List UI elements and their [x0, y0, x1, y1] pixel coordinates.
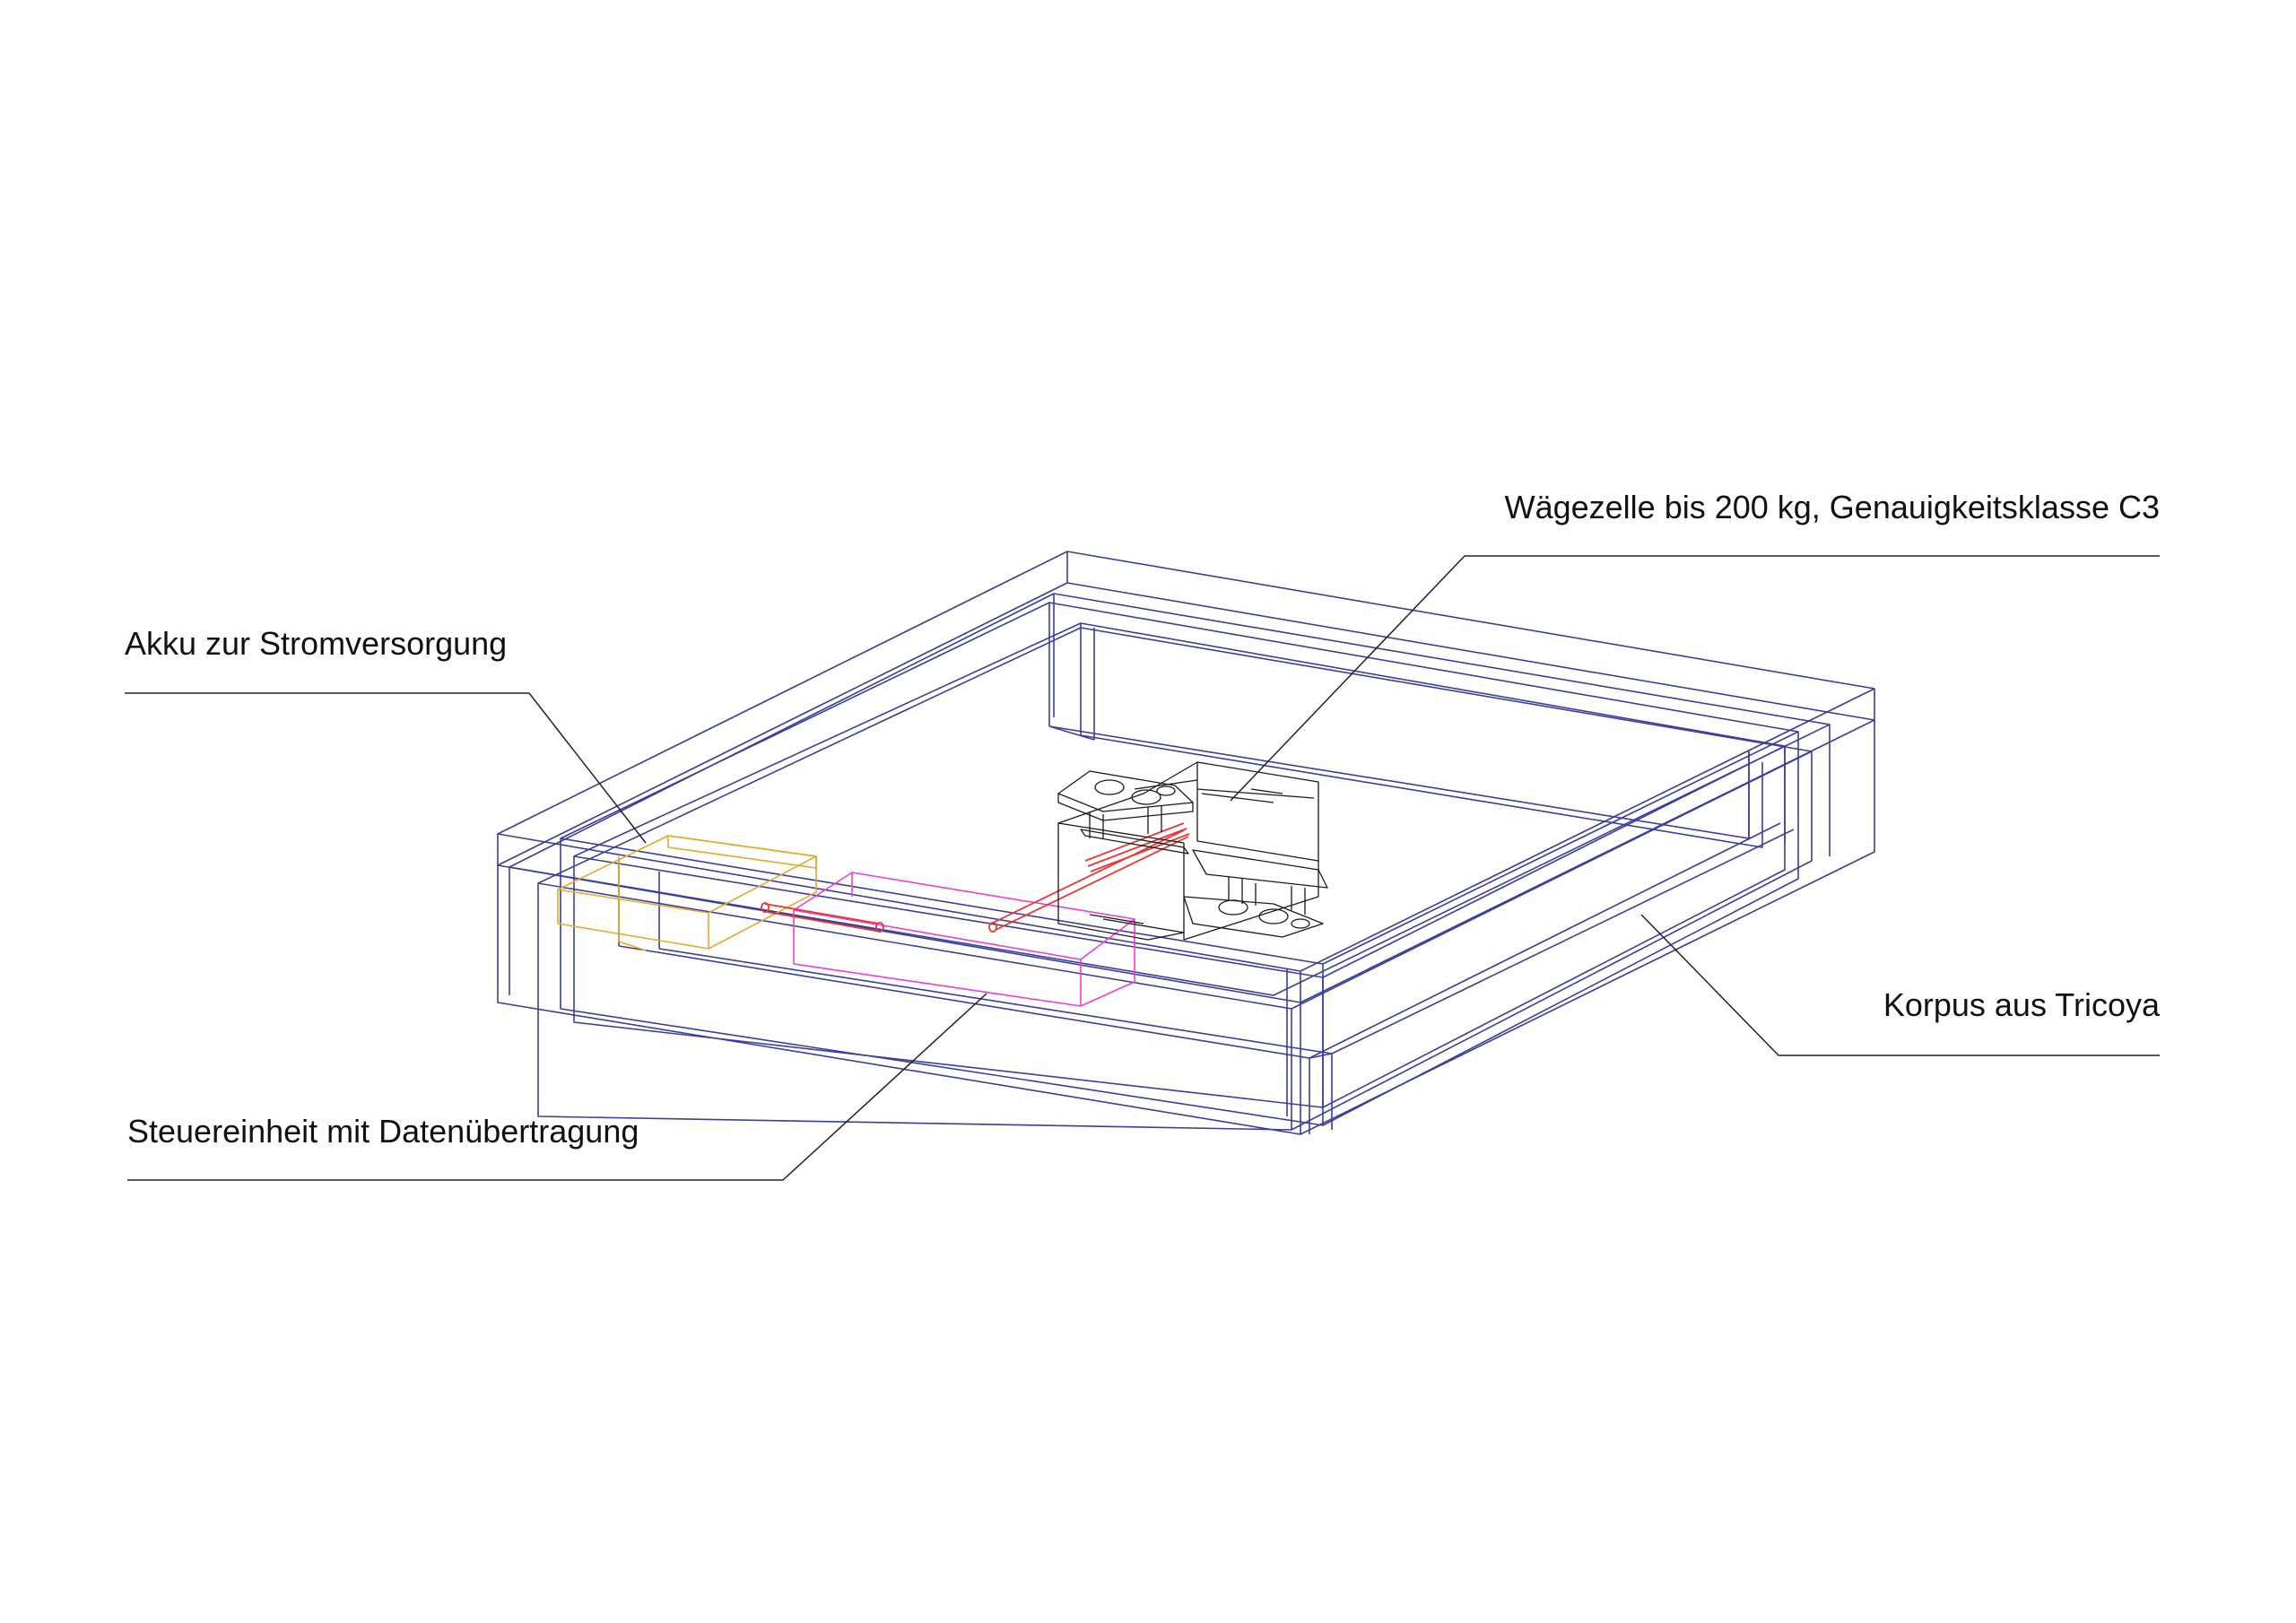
leader-line-akku — [125, 692, 647, 844]
steuereinheit-control-unit — [793, 872, 1135, 1007]
leader-line-steuereinheit — [127, 993, 987, 1181]
korpus-wireframe — [497, 551, 1875, 1135]
label-korpus: Korpus aus Tricoya — [1883, 986, 2160, 1023]
label-steuereinheit: Steuereinheit mit Datenübertragung — [127, 1113, 639, 1150]
label-akku: Akku zur Stromversorgung — [125, 625, 508, 662]
leader-line-waegezelle — [1230, 555, 2160, 802]
waegezelle-load-cell — [1057, 761, 1328, 941]
leader-lines — [125, 555, 2160, 1181]
kabel-cables — [761, 822, 1190, 933]
akku-battery — [557, 835, 817, 951]
leader-line-korpus — [1640, 914, 2160, 1056]
label-waegezelle: Wägezelle bis 200 kg, Genauigkeitsklasse… — [1504, 489, 2160, 525]
